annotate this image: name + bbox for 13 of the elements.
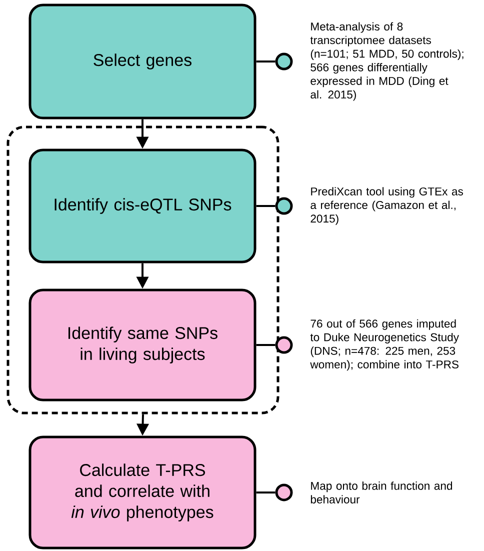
connector-line bbox=[256, 344, 276, 346]
connector-line bbox=[256, 205, 276, 207]
connector-line bbox=[256, 60, 276, 62]
annotation-text: Map onto brain function and behaviour bbox=[310, 482, 452, 504]
process-box: Select genes bbox=[28, 4, 256, 120]
dashed-group-box bbox=[6, 126, 280, 414]
annotation-text: Meta-analysis of 8 transcriptomee datasets (n=101; 51 MDD, 50 controls); 566 genes differentially expressed in MDD (Ding et al. 2015) bbox=[310, 22, 464, 101]
annotation-text: 76 out of 566 genes imputed to Duke Neurogenetics Study (DNS; n=478: 225 men, 253 women); combine into T-PRS bbox=[310, 319, 459, 371]
process-box: Identify cis-eQTL SNPs bbox=[28, 148, 256, 264]
connector-line bbox=[256, 492, 276, 494]
annotation-text: PrediXcan tool using GTEx as a reference (Gamazon et al., 2015) bbox=[310, 187, 463, 225]
process-box: Identify same SNPs in living subjects bbox=[28, 288, 256, 402]
process-box: Calculate T-PRS and correlate with in vivo phenotypes bbox=[28, 436, 256, 550]
